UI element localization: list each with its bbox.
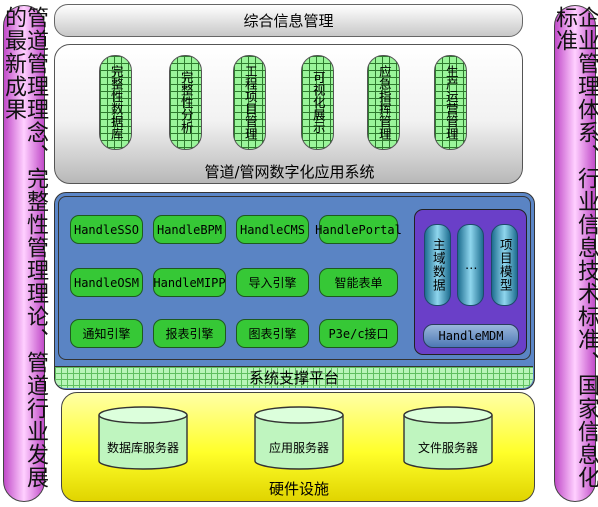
left-philosophy-text: 管道管理理念、完整性管理理论、管道行业发展的最新成果: [1, 6, 48, 489]
file-server-label: 文件服务器: [417, 441, 478, 455]
right-standards-text: 企业管理体系、行业信息技术标准、国家信息化标准: [552, 6, 598, 489]
app-emergency-command: 应急指挥管理: [367, 55, 400, 150]
mdm-project-model: 项目模型: [491, 224, 518, 306]
app-project-management: 工程项目管理: [233, 55, 266, 150]
app-label: 工程项目管理: [242, 65, 258, 140]
hardware-title: 硬件设施: [268, 480, 329, 498]
mdm-ellipsis: …: [457, 224, 484, 306]
mdm-master-domain-data: 主域数据: [424, 224, 451, 306]
app-visualization: 可视化展示: [301, 55, 334, 150]
app-label: 生产运营管理: [443, 65, 459, 140]
app-label: 应急指挥管理: [376, 65, 392, 140]
left-philosophy-pill: 管道管理理念、完整性管理理论、管道行业发展的最新成果: [1, 5, 48, 502]
support-platform-panel: HandleSSO HandleBPM HandleCMS HandlePort…: [54, 192, 535, 390]
app-integrity-analysis: 完整性分析: [169, 55, 202, 150]
mdm-pill-label: 主域数据: [430, 238, 446, 292]
app-server-label: 应用服务器: [268, 441, 329, 455]
module-smart-form: 智能表单: [319, 268, 398, 297]
app-production-operations: 生产运营管理: [434, 55, 467, 150]
support-platform-title: 系统支撑平台: [248, 369, 339, 387]
file-server-cylinder: [403, 406, 493, 470]
mdm-pill-label: …: [463, 257, 479, 273]
module-handle-osm: HandleOSM: [70, 268, 143, 297]
module-import-engine: 导入引擎: [236, 268, 309, 297]
integrated-info-management-label: 综合信息管理: [243, 12, 334, 30]
module-handle-mipp: HandleMIPP: [153, 268, 226, 297]
digital-apps-title: 管道/管网数字化应用系统: [204, 163, 375, 181]
app-label: 完整性分析: [178, 71, 194, 134]
module-handle-mdm: HandleMDM: [423, 324, 519, 348]
module-p3e-interface: P3e/c接口: [319, 319, 398, 348]
module-handle-portal: HandlePortal: [315, 215, 402, 244]
module-report-engine: 报表引擎: [153, 319, 226, 348]
database-server-label: 数据库服务器: [106, 441, 179, 455]
app-label: 可视化展示: [310, 71, 326, 134]
app-server-cylinder: [254, 406, 344, 470]
module-notify-engine: 通知引擎: [70, 319, 143, 348]
module-handle-sso: HandleSSO: [70, 215, 143, 244]
module-chart-engine: 图表引擎: [236, 319, 309, 348]
app-label: 完整性数据库: [108, 65, 124, 140]
support-platform-title-bar: 系统支撑平台: [55, 366, 533, 388]
mdm-frame: 主域数据 … 项目模型 HandleMDM: [414, 209, 527, 355]
right-standards-pill: 企业管理体系、行业信息技术标准、国家信息化标准: [552, 5, 598, 502]
app-integrity-database: 完整性数据库: [99, 55, 132, 150]
module-handle-bpm: HandleBPM: [153, 215, 226, 244]
database-server-cylinder: [98, 406, 188, 470]
integrated-info-management-bar: 综合信息管理: [54, 4, 523, 37]
digital-apps-panel: 完整性数据库 完整性分析 工程项目管理 可视化展示 应急指挥管理 生产运营管理 …: [54, 44, 523, 184]
module-handle-cms: HandleCMS: [236, 215, 309, 244]
mdm-pill-label: 项目模型: [497, 238, 513, 292]
hardware-panel: 数据库服务器 应用服务器 文件服务器 硬件设施: [61, 392, 535, 502]
